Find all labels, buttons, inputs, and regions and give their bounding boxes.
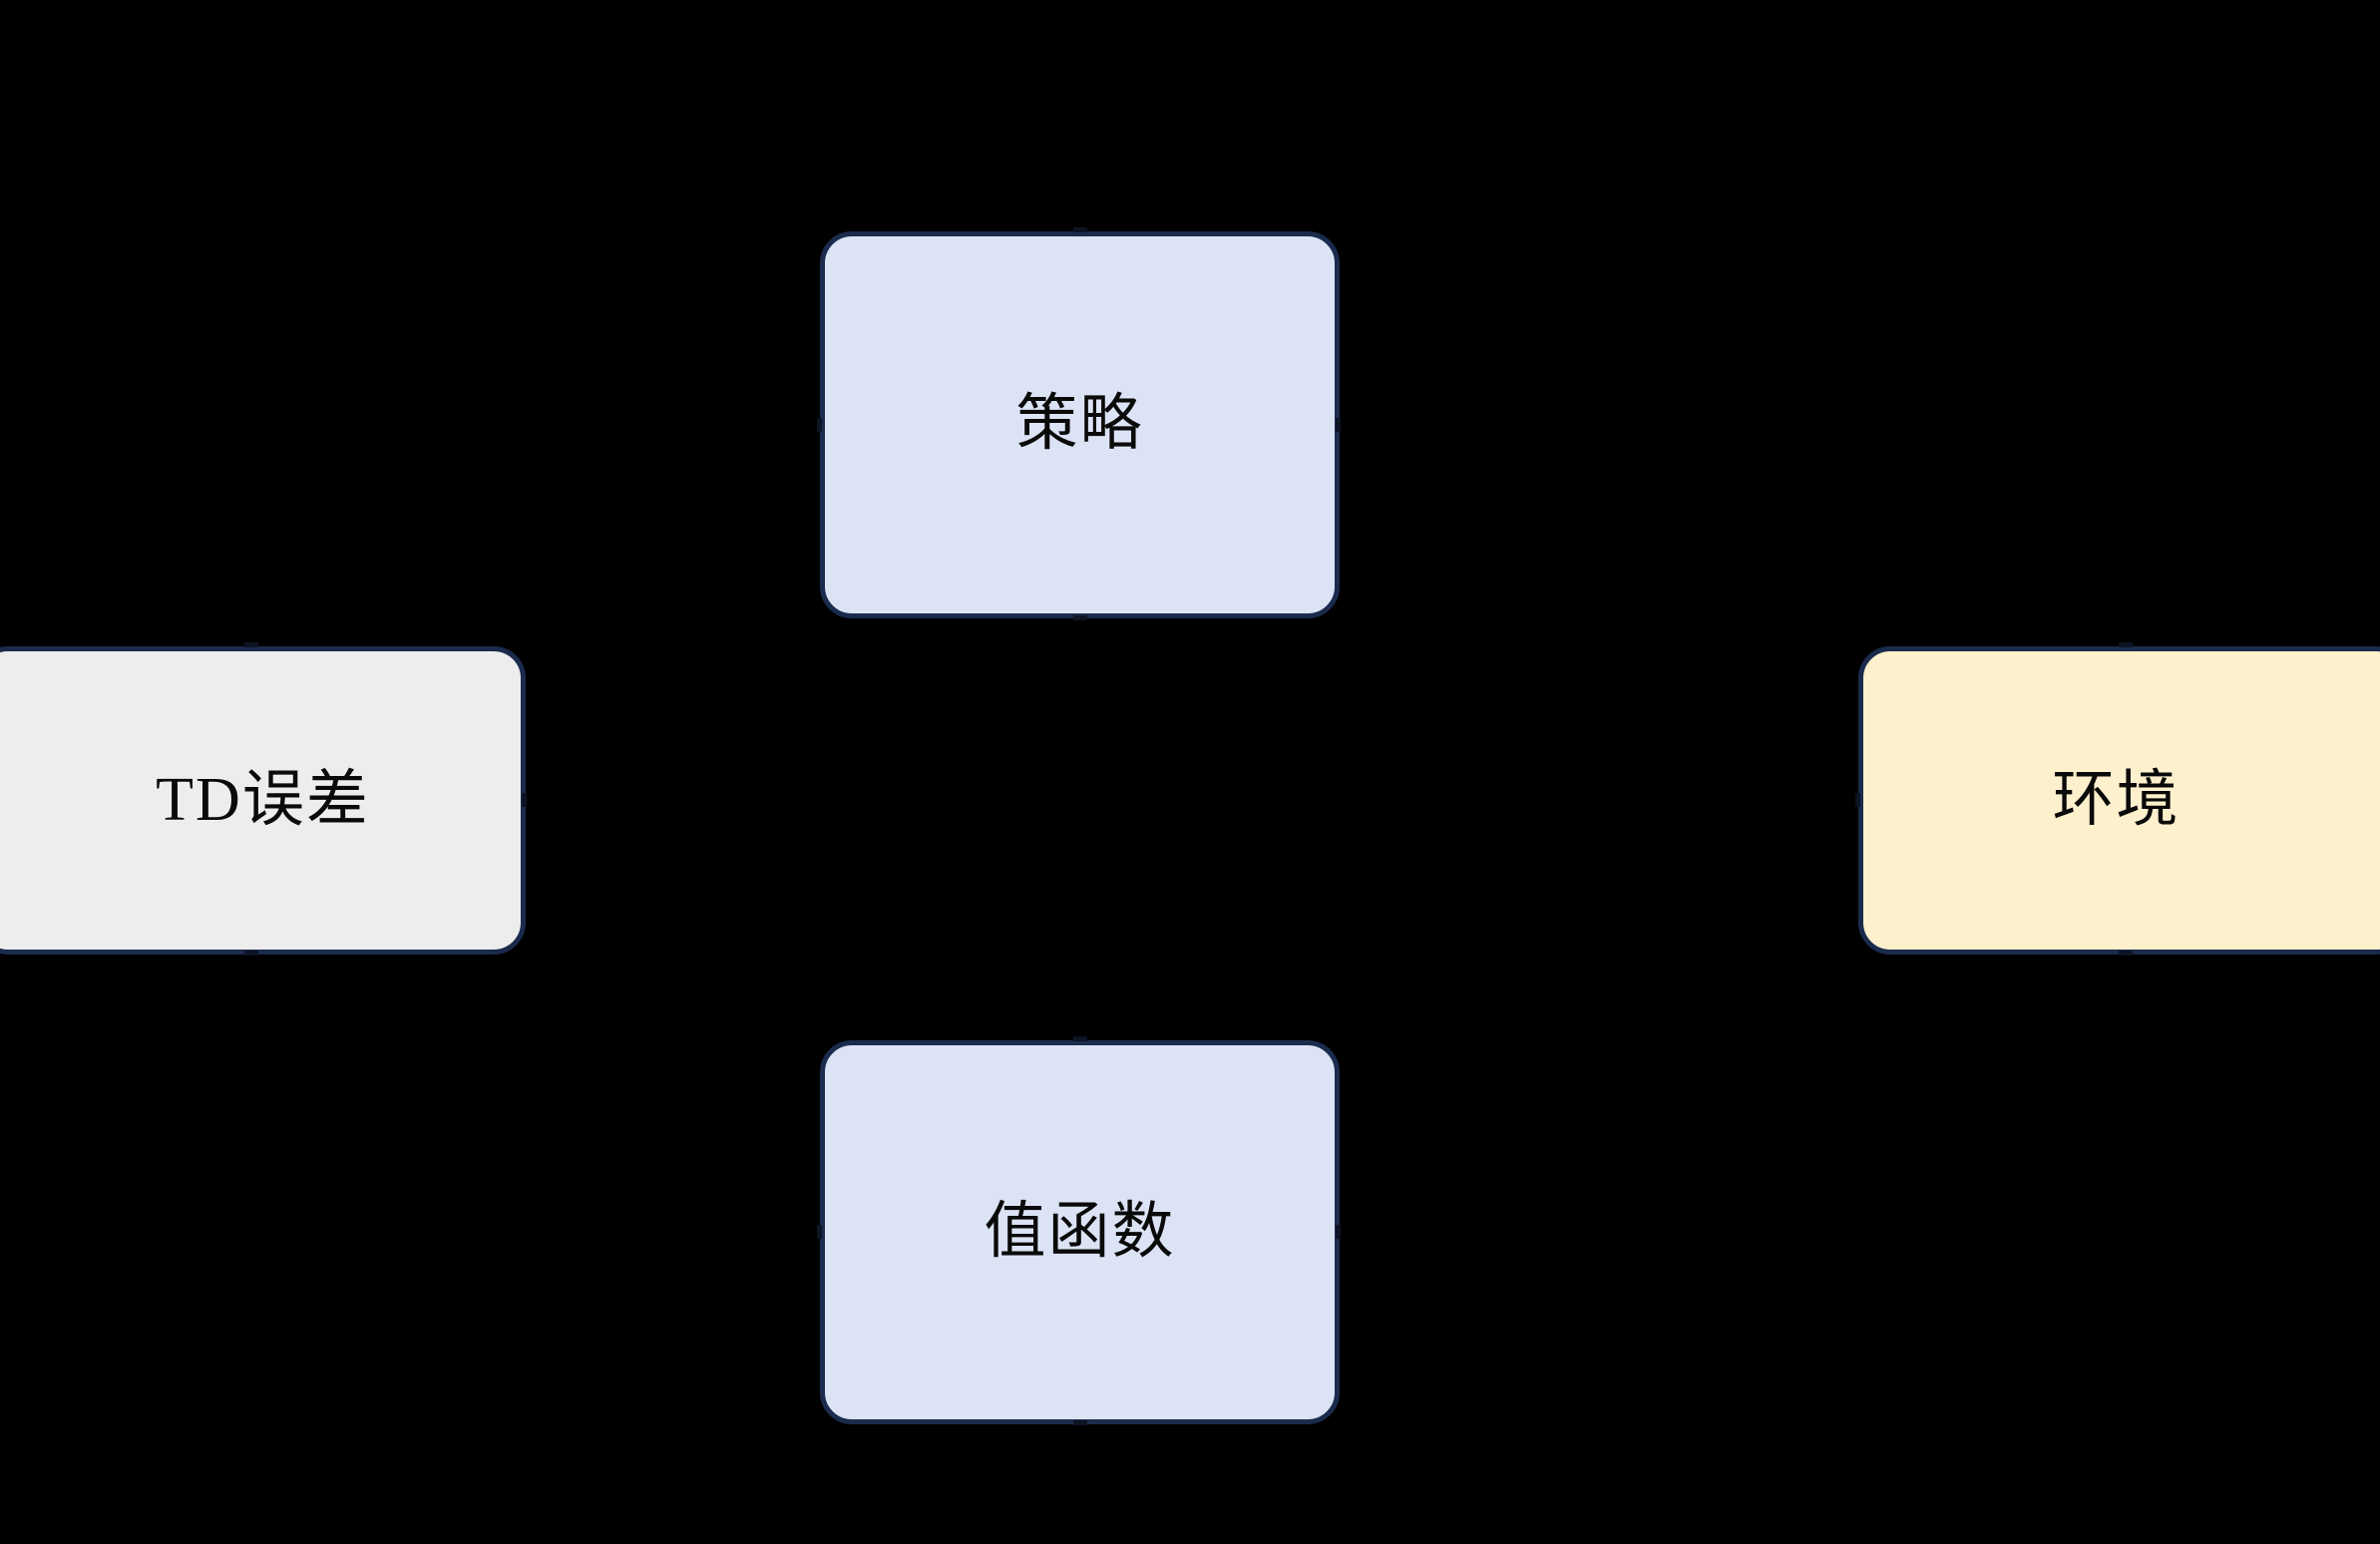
anchor-policy-right <box>1336 418 1341 432</box>
node-policy-label: 策略 <box>1015 390 1144 459</box>
anchor-td-error-right <box>522 793 527 807</box>
node-td-error[interactable]: TD误差 <box>0 646 526 955</box>
node-policy[interactable]: 策略 <box>820 231 1340 618</box>
anchor-policy-top <box>1073 227 1087 232</box>
anchor-value-function-bottom <box>1073 1420 1087 1425</box>
anchor-environment-top <box>2119 642 2133 647</box>
anchor-td-error-bottom <box>244 951 258 956</box>
anchor-value-function-left <box>817 1225 822 1239</box>
node-value-function-label: 值函数 <box>984 1197 1176 1266</box>
node-td-error-label: TD误差 <box>156 765 370 834</box>
node-environment[interactable]: 环境 <box>1858 646 2380 955</box>
anchor-policy-bottom <box>1073 615 1087 620</box>
anchor-policy-left <box>817 418 822 432</box>
anchor-environment-left <box>1855 793 1860 807</box>
anchor-value-function-right <box>1336 1225 1341 1239</box>
anchor-value-function-top <box>1073 1036 1087 1041</box>
edge-environment-to-value <box>1338 856 1860 1179</box>
anchor-td-error-top <box>244 642 258 647</box>
edge-value-to-tderror <box>298 953 821 1179</box>
edge-tderror-to-policy <box>298 423 821 648</box>
anchor-environment-bottom <box>2119 951 2133 956</box>
edge-policy-to-environment <box>1339 423 1859 700</box>
node-environment-label: 环境 <box>2052 765 2181 834</box>
node-value-function[interactable]: 值函数 <box>820 1040 1340 1424</box>
